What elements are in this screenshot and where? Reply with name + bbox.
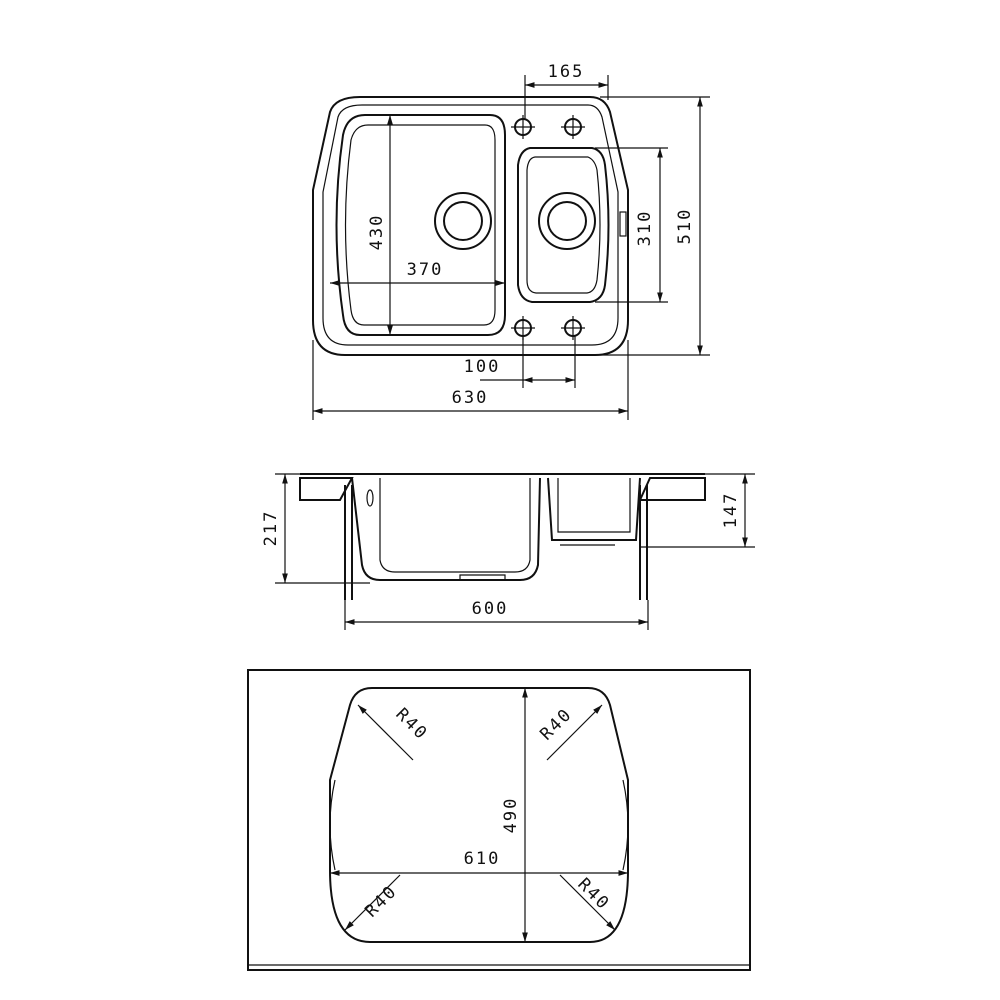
dim-147: 147 — [721, 492, 741, 529]
small-drain — [538, 192, 596, 250]
dim-490: 490 — [501, 797, 521, 834]
countertop-right — [638, 477, 706, 501]
small-bowl-inner — [526, 156, 601, 294]
bracket-left — [344, 485, 353, 600]
dim-310: 310 — [635, 210, 655, 247]
dim-610: 610 — [464, 849, 501, 869]
radius-top-left: R40 — [391, 704, 431, 744]
bracket-right — [639, 485, 648, 600]
main-bowl — [335, 114, 506, 336]
dim-217: 217 — [261, 510, 281, 547]
overflow-slot — [619, 211, 627, 237]
small-bowl — [517, 147, 610, 303]
dim-165: 165 — [548, 62, 585, 82]
main-bowl-inner — [344, 124, 496, 326]
cutout-view: R40 R40 R40 R40 490 610 — [247, 669, 751, 971]
main-drain — [434, 192, 492, 250]
dim-100: 100 — [464, 357, 501, 377]
sink-outline — [312, 96, 629, 356]
dim-370: 370 — [407, 260, 444, 280]
countertop-panel — [247, 669, 751, 971]
cutout-outline — [329, 687, 629, 943]
dim-430: 430 — [367, 214, 387, 251]
main-bowl-section — [351, 477, 541, 581]
top-view: 165 510 310 430 370 100 630 — [312, 62, 710, 420]
radius-bottom-right: R40 — [573, 874, 613, 914]
sink-inner-outline — [322, 104, 619, 346]
dim-630: 630 — [452, 388, 489, 408]
radius-top-right: R40 — [536, 704, 576, 744]
countertop-left — [299, 477, 354, 501]
radius-bottom-left: R40 — [361, 881, 401, 921]
dim-510: 510 — [675, 208, 695, 245]
side-view: 217 147 600 — [261, 473, 755, 630]
small-bowl-section — [547, 477, 641, 541]
dim-600: 600 — [472, 599, 509, 619]
